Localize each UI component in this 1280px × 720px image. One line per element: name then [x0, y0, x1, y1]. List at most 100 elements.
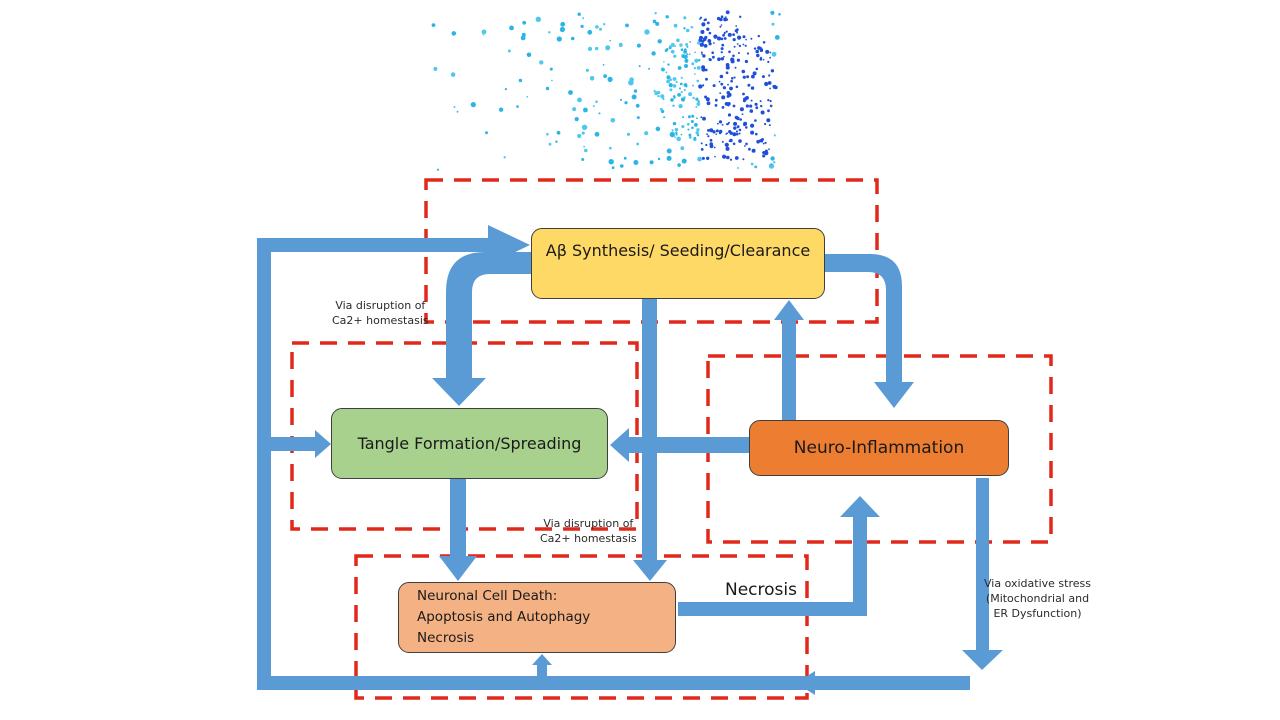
head-particle [729, 86, 733, 91]
head-particle [756, 139, 760, 144]
head-particle [726, 72, 729, 75]
head-particle [610, 118, 616, 123]
head-particle [663, 61, 665, 63]
head-particle [764, 122, 767, 126]
head-particle [712, 130, 716, 134]
head-particle [654, 12, 657, 15]
head-particle [686, 45, 689, 48]
head-particle [727, 92, 732, 97]
neuro-to-tangle-arrow [610, 428, 749, 462]
node-ab-synthesis[interactable]: Aβ Synthesis/ Seeding/Clearance [531, 228, 825, 299]
head-particle [669, 45, 672, 48]
head-particle [677, 66, 682, 70]
head-particle [750, 86, 755, 90]
head-particle [667, 63, 670, 66]
head-particle [771, 51, 777, 57]
node-death-line-3: Necrosis [417, 630, 475, 646]
head-particle [683, 54, 688, 60]
node-tangle-formation[interactable]: Tangle Formation/Spreading [331, 408, 608, 479]
head-particle [699, 44, 702, 47]
head-particle [582, 17, 585, 20]
head-particle [481, 29, 487, 35]
head-particle [620, 164, 624, 168]
head-particle [629, 77, 634, 82]
head-particle [605, 45, 611, 51]
head-particle [485, 131, 488, 135]
annotation-ca-upper-line-1: Via disruption of [335, 299, 426, 312]
head-particle [747, 83, 751, 87]
head-particle [732, 104, 736, 108]
head-particle [768, 124, 771, 127]
head-particle [619, 98, 623, 101]
head-particle [730, 79, 733, 83]
head-particle [746, 75, 750, 79]
head-particle [648, 67, 651, 70]
head-particle [744, 59, 749, 64]
head-particle [721, 106, 725, 109]
head-particle [716, 16, 721, 21]
head-particle [726, 155, 730, 160]
head-particle [715, 133, 717, 135]
head-particle [681, 54, 683, 56]
head-particle [683, 96, 686, 99]
head-particle [720, 57, 724, 61]
head-particle [714, 104, 718, 107]
head-particle [581, 131, 585, 135]
head-particle [727, 32, 732, 37]
head-particle [721, 140, 724, 143]
head-particle [771, 22, 775, 26]
head-particle [655, 126, 661, 132]
head-particle [729, 138, 733, 143]
node-neuronal-cell-death[interactable]: Neuronal Cell Death: Apoptosis and Autop… [398, 582, 676, 653]
annotation-oxidative-line-2: (Mitochondrial and [985, 592, 1090, 605]
head-particle [684, 64, 688, 68]
head-particle [707, 39, 712, 43]
node-ab-label: Aβ Synthesis/ Seeding/Clearance [545, 241, 811, 260]
head-particle [762, 142, 765, 145]
head-particle [734, 115, 739, 120]
head-particle [556, 36, 562, 42]
head-particle [581, 158, 585, 161]
head-particle [709, 144, 714, 149]
head-particle [705, 97, 710, 102]
head-particle [722, 154, 727, 159]
head-particle [744, 145, 746, 147]
node-neuro-inflammation[interactable]: Neuro-Inflammation [749, 420, 1009, 476]
head-particle [703, 44, 708, 48]
head-particle [702, 54, 706, 58]
head-particle [625, 23, 629, 28]
head-particle [755, 67, 759, 71]
head-particle [713, 34, 718, 39]
head-particle [673, 54, 677, 58]
head-particle [676, 38, 680, 43]
head-particle [694, 51, 696, 54]
head-particle [679, 43, 683, 47]
head-particle [750, 123, 755, 128]
head-particle [749, 109, 754, 113]
head-particle [717, 122, 719, 125]
head-particle [657, 90, 661, 95]
head-particle [706, 156, 710, 160]
head-particle [678, 104, 683, 109]
head-particle [693, 136, 697, 140]
head-particle [692, 84, 695, 87]
head-particle [725, 10, 730, 15]
head-particle [592, 105, 595, 108]
head-particle [732, 132, 737, 137]
head-particle [704, 95, 708, 99]
head-particle [778, 13, 781, 16]
head-particle [706, 21, 710, 25]
head-particle [695, 97, 699, 101]
head-particle [507, 49, 511, 53]
head-particle [674, 136, 676, 139]
annotation-necrosis: Necrosis [725, 580, 797, 600]
head-particle [704, 35, 708, 40]
head-particle [721, 43, 725, 47]
head-particle [635, 103, 640, 108]
head-particle [598, 112, 601, 115]
head-particle [762, 41, 766, 44]
head-particle [725, 30, 728, 33]
head-particle [720, 37, 724, 41]
head-particle [673, 23, 678, 28]
